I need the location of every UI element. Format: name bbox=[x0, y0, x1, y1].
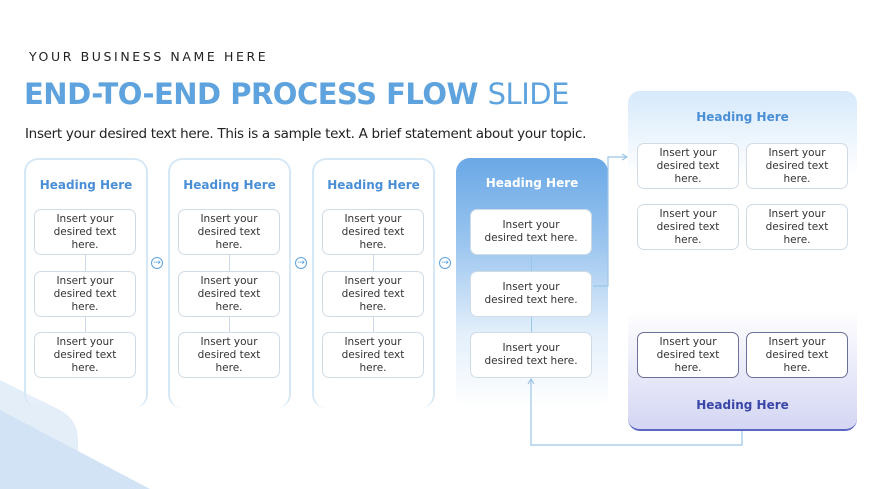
column-heading: Heading Here bbox=[327, 178, 420, 192]
panel-box: Insert your desired text here. bbox=[746, 204, 848, 250]
panel-bottom-heading: Heading Here bbox=[696, 398, 789, 412]
column-heading: Heading Here bbox=[39, 178, 133, 192]
business-name: YOUR BUSINESS NAME HERE bbox=[29, 49, 269, 64]
step-box: Insert your desired text here. bbox=[34, 209, 136, 255]
decorative-corner-shape bbox=[0, 380, 150, 489]
arrow-right-circle-icon: → bbox=[439, 257, 451, 269]
arrow-right-circle-icon: → bbox=[151, 257, 163, 269]
panel-box: Insert your desired text here. bbox=[637, 143, 739, 189]
title-bold: END-TO-END PROCESS FLOW bbox=[24, 77, 479, 111]
step-box: Insert your desired text here. bbox=[34, 332, 136, 378]
panel-box: Insert your desired text here. bbox=[637, 332, 739, 378]
panel-box: Insert your desired text here. bbox=[746, 143, 848, 189]
step-box: Insert your desired text here. bbox=[34, 271, 136, 317]
page-title: END-TO-END PROCESS FLOW SLIDE bbox=[24, 77, 569, 111]
step-box: Insert your desired text here. bbox=[178, 271, 280, 317]
step-box: Insert your desired text here. bbox=[470, 271, 592, 317]
step-box: Insert your desired text here. bbox=[322, 332, 424, 378]
step-box: Insert your desired text here. bbox=[470, 209, 592, 255]
column-heading: Heading Here bbox=[183, 178, 276, 192]
title-light: SLIDE bbox=[487, 77, 570, 111]
panel-box: Insert your desired text here. bbox=[746, 332, 848, 378]
step-box: Insert your desired text here. bbox=[322, 271, 424, 317]
arrow-right-circle-icon: → bbox=[295, 257, 307, 269]
step-box: Insert your desired text here. bbox=[178, 332, 280, 378]
step-box: Insert your desired text here. bbox=[470, 332, 592, 378]
panel-top-heading: Heading Here bbox=[696, 110, 789, 124]
panel-box: Insert your desired text here. bbox=[637, 204, 739, 250]
column-heading: Heading Here bbox=[485, 176, 579, 190]
subtitle: Insert your desired text here. This is a… bbox=[25, 126, 587, 142]
step-box: Insert your desired text here. bbox=[178, 209, 280, 255]
step-box: Insert your desired text here. bbox=[322, 209, 424, 255]
